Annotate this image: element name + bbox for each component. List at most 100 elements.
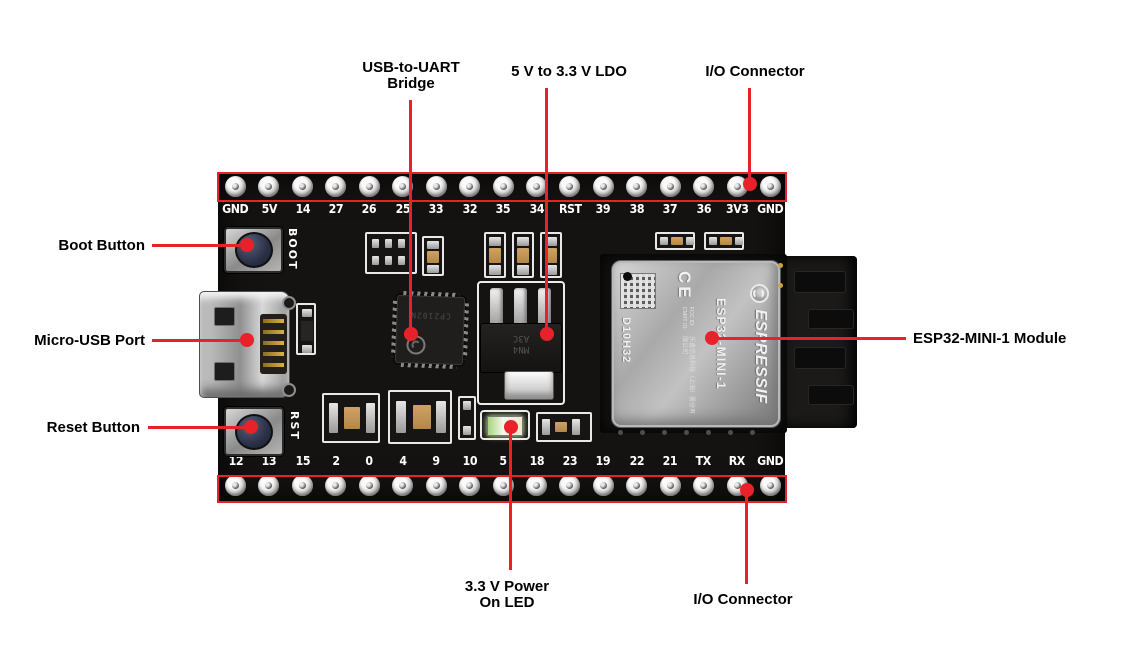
module-company-name: 乐鑫信息科技（上海）股份有限公司	[681, 336, 694, 415]
led-silkscreen	[480, 410, 530, 440]
reset-button-silk-label: RST	[288, 411, 301, 441]
leader-dot	[240, 238, 254, 252]
pin-hole-icon	[325, 176, 347, 197]
smd-component	[536, 412, 592, 442]
smd-component	[388, 390, 452, 444]
callout-micro-usb-port: Micro-USB Port	[34, 332, 145, 349]
usb-contacts	[260, 314, 287, 374]
leader-dot	[740, 483, 754, 497]
usb-shell-hole	[214, 362, 235, 381]
castellation-pad	[640, 430, 645, 435]
pin: 9	[421, 454, 452, 496]
pin-label: 27	[328, 202, 344, 216]
pin: GND	[755, 454, 786, 496]
leader-line	[152, 339, 247, 342]
pin: 32	[454, 176, 485, 216]
espressif-logo-icon	[750, 284, 770, 304]
callout-reset-button: Reset Button	[46, 419, 140, 436]
pin: TX	[688, 454, 719, 496]
pin: GND	[755, 176, 786, 216]
pin: 34	[521, 176, 552, 216]
pin-label: 19	[596, 454, 611, 468]
leader-line	[152, 244, 247, 247]
leader-line	[545, 88, 548, 334]
pin: 5V	[253, 176, 284, 216]
pin-label: 5V	[261, 202, 277, 216]
pin-hole-icon	[659, 176, 681, 197]
pin-label: 5	[499, 454, 507, 468]
leader-line	[748, 88, 751, 184]
ce-mark: CE	[675, 271, 694, 301]
leader-dot	[540, 327, 554, 341]
pin-label: 22	[629, 454, 645, 468]
pin-label: GND	[222, 202, 249, 216]
pin-hole-icon	[258, 176, 280, 197]
pin: 33	[421, 176, 452, 216]
castellation-pad	[706, 430, 711, 435]
callout-usb-uart-bridge: USB-to-UART Bridge	[362, 59, 460, 92]
pin-label: 12	[228, 454, 243, 468]
smd-component	[422, 236, 444, 276]
pin-label: 2	[332, 454, 340, 468]
pin: 37	[655, 176, 686, 216]
castellation-pad	[684, 430, 689, 435]
pin-label: 33	[428, 202, 444, 216]
pin-hole-icon	[760, 475, 781, 496]
pin: 12	[220, 454, 251, 496]
pin-hole-icon	[459, 475, 481, 496]
pin-hole-icon	[492, 176, 514, 197]
smd-component	[655, 232, 695, 250]
castellation-pad	[618, 430, 623, 435]
pin-label: 4	[399, 454, 407, 468]
pin-label: GND	[757, 454, 784, 468]
pin-hole-icon	[592, 475, 614, 496]
pin-hole-icon	[626, 475, 648, 496]
pin-label: 14	[295, 202, 310, 216]
ldo-heat-tab	[505, 372, 553, 399]
pin: 21	[655, 454, 686, 496]
pin-hole-icon	[693, 475, 715, 496]
pin-label: 21	[662, 454, 678, 468]
pin-label: 23	[562, 454, 578, 468]
pin-hole-icon	[425, 475, 447, 496]
usb-shell-hole	[214, 307, 235, 326]
io-connector-bottom-highlight-box	[217, 475, 787, 503]
pin: 27	[320, 176, 351, 216]
pin-label: RST	[558, 202, 582, 216]
leader-line	[148, 426, 251, 429]
pin-hole-icon	[659, 475, 681, 496]
pin: 19	[588, 454, 619, 496]
leader-dot	[404, 327, 418, 341]
callout-power-led: 3.3 V Power On LED	[464, 578, 550, 611]
castellation-pad	[750, 430, 755, 435]
pin-hole-icon	[492, 475, 514, 496]
boot-button	[224, 227, 283, 273]
pin: 14	[287, 176, 318, 216]
castellation-pad	[728, 430, 733, 435]
pin: 38	[621, 176, 652, 216]
pin-label: 34	[529, 202, 544, 216]
pin: 13	[253, 454, 284, 496]
antenna-trace	[809, 310, 853, 328]
smd-component	[484, 232, 506, 278]
module-brand: ESPRESSIF	[752, 309, 769, 404]
callout-io-connector-top: I/O Connector	[705, 63, 805, 80]
io-connector-top-highlight-box	[217, 172, 787, 202]
pin-label: RX	[729, 454, 746, 468]
top-pin-header: GND 5V 14 27 26 25 33 32 35 34	[220, 176, 786, 216]
antenna-trace	[809, 386, 853, 404]
pin-hole-icon	[693, 176, 715, 197]
ldo-leg	[490, 288, 503, 326]
leader-dot	[240, 333, 254, 347]
pin: 18	[521, 454, 552, 496]
callout-boot-button: Boot Button	[58, 237, 145, 254]
pin-label: 15	[295, 454, 310, 468]
pin-label: 10	[462, 454, 477, 468]
pin-hole-icon	[291, 475, 313, 496]
leader-dot	[705, 331, 719, 345]
pin-hole-icon	[559, 475, 581, 496]
pin-hole-icon	[525, 176, 547, 197]
smd-component	[322, 393, 380, 443]
pin: 15	[287, 454, 318, 496]
